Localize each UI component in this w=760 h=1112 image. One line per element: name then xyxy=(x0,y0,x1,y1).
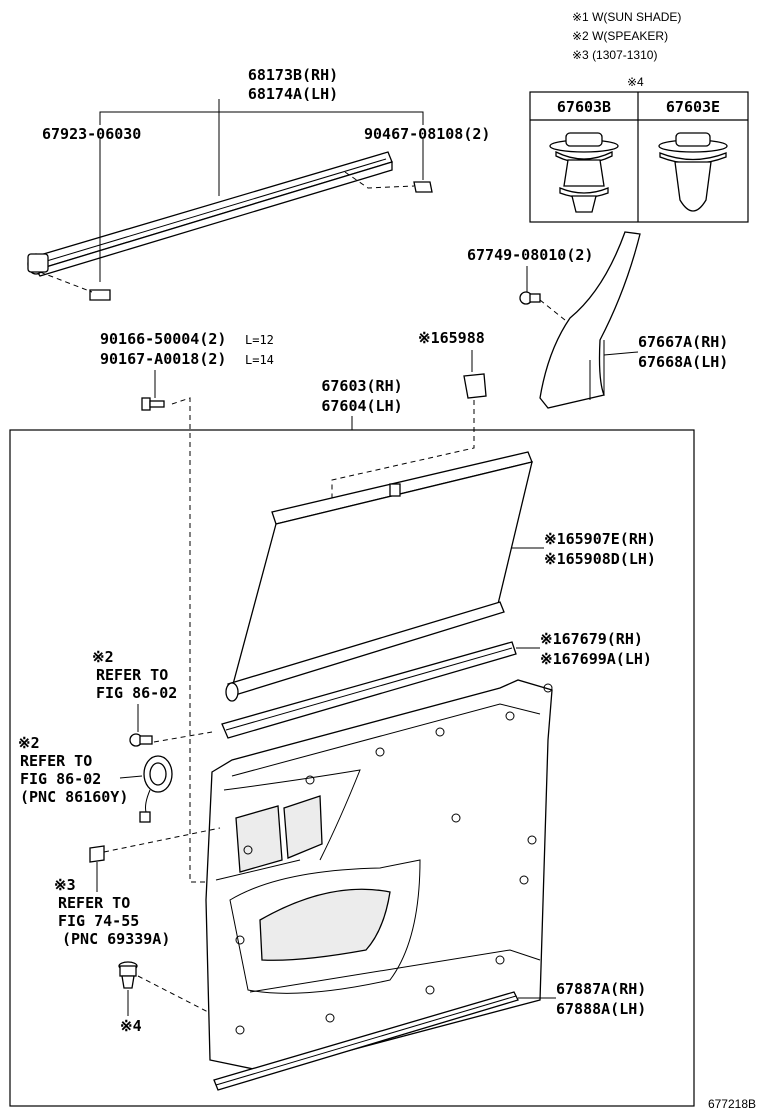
ref3-line-b: FIG 74-55 xyxy=(58,912,139,930)
label-90167: 90167-A0018(2) xyxy=(100,350,226,368)
note-production: ※3 (1307-1310) xyxy=(572,48,657,62)
dash-screw-a xyxy=(539,299,571,325)
lower-moulding-part xyxy=(213,991,519,1091)
leader-garnish xyxy=(603,351,639,356)
sun-shade-part xyxy=(225,451,533,702)
screw-a-icon xyxy=(519,291,541,305)
clip-left-part xyxy=(89,289,111,301)
ref3-line-c: (PNC 69339A) xyxy=(62,930,170,948)
label-67603: 67603(RH) xyxy=(321,377,402,395)
dash-speaker-screw xyxy=(153,731,213,743)
label-67888a: 67888A(LH) xyxy=(556,1000,646,1018)
speaker-icon xyxy=(139,755,173,823)
label-67667a: 67667A(RH) xyxy=(638,333,728,351)
label-67923: 67923-06030 xyxy=(42,125,141,143)
clip-table-frame xyxy=(529,91,749,223)
leader-belt-bracket xyxy=(99,111,424,125)
dash-shade-clip xyxy=(331,400,475,500)
label-67699a: ※167699A(LH) xyxy=(540,650,652,668)
label-68174a: 68174A(LH) xyxy=(248,85,338,103)
clip-table-col1: 67603B xyxy=(557,98,611,116)
ref2-mark: ※2 xyxy=(18,734,40,752)
ref3-line-a: REFER TO xyxy=(58,894,130,912)
label-65908d: ※165908D(LH) xyxy=(544,550,656,568)
label-67604: 67604(LH) xyxy=(321,397,402,415)
dash-ref3 xyxy=(103,827,221,853)
ref2-line-a: REFER TO xyxy=(20,752,92,770)
clip-mark-4: ※4 xyxy=(120,1017,142,1035)
diagram-code: 677218B xyxy=(708,1097,756,1111)
note-speaker: ※2 W(SPEAKER) xyxy=(572,29,668,43)
label-90467: 90467-08108(2) xyxy=(364,125,490,143)
label-90167-length: L=14 xyxy=(245,353,274,367)
label-68173b: 68173B(RH) xyxy=(248,66,338,84)
label-65988: ※165988 xyxy=(418,329,485,347)
label-67749: 67749-08010(2) xyxy=(467,246,593,264)
dash-clip-right xyxy=(344,171,415,189)
ref3-part xyxy=(89,845,105,863)
label-90166-length: L=12 xyxy=(245,333,274,347)
bolt-icon xyxy=(141,397,165,411)
seal-strip-part xyxy=(221,641,517,739)
clip-table-col2: 67603E xyxy=(666,98,720,116)
label-67887a: 67887A(RH) xyxy=(556,980,646,998)
ref1-line-b: FIG 86-02 xyxy=(96,684,177,702)
label-65907e: ※165907E(RH) xyxy=(544,530,656,548)
clip-table: 67603B 67603E xyxy=(529,91,749,223)
label-67668a: 67668A(LH) xyxy=(638,353,728,371)
garnish-part xyxy=(539,231,641,409)
ref1-line-a: REFER TO xyxy=(96,666,168,684)
note-clip-table: ※4 xyxy=(627,75,644,89)
note-sun-shade: ※1 W(SUN SHADE) xyxy=(572,10,681,24)
door-panel-part xyxy=(205,679,553,1073)
clip-right-part xyxy=(413,181,433,193)
panel-frame xyxy=(9,429,695,1107)
speaker-screw-icon xyxy=(129,733,153,747)
ref2-line-c: (PNC 86160Y) xyxy=(20,788,128,806)
ref3-mark: ※3 xyxy=(54,876,76,894)
label-90166: 90166-50004(2) xyxy=(100,330,226,348)
dash-clip-left xyxy=(39,271,93,293)
clip-67603b-icon xyxy=(549,132,619,213)
ref2-line-b: FIG 86-02 xyxy=(20,770,101,788)
lower-clip-icon xyxy=(118,961,138,989)
dash-lower-clip xyxy=(137,975,209,1013)
belt-moulding-part xyxy=(27,151,393,277)
leader-ref2 xyxy=(119,775,143,779)
ref1-mark: ※2 xyxy=(92,648,114,666)
shade-clip-part xyxy=(463,373,487,399)
label-67679: ※167679(RH) xyxy=(540,630,643,648)
clip-67603e-icon xyxy=(658,132,728,212)
